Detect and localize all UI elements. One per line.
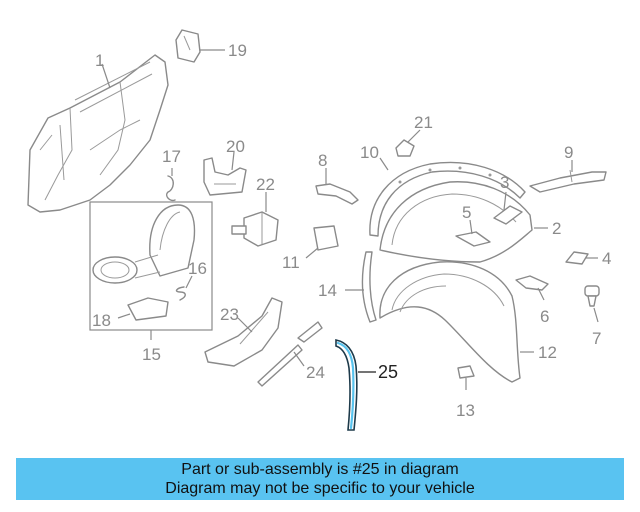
callout-17: 17 bbox=[162, 147, 181, 166]
callout-7: 7 bbox=[592, 329, 601, 348]
part-14-strip bbox=[361, 251, 377, 323]
part-9-bracket bbox=[529, 169, 607, 193]
part-5-bracket bbox=[455, 231, 491, 247]
callout-11: 11 bbox=[282, 253, 300, 272]
callout-2: 2 bbox=[552, 219, 561, 238]
part-11-cover bbox=[313, 225, 339, 251]
callout-20: 20 bbox=[226, 137, 245, 156]
leader-6 bbox=[537, 287, 545, 301]
leader-20 bbox=[231, 151, 235, 171]
callout-10: 10 bbox=[360, 143, 379, 162]
callout-5: 5 bbox=[462, 203, 471, 222]
callout-4: 4 bbox=[602, 249, 611, 268]
part-7-push-pin bbox=[584, 285, 600, 307]
leader-10 bbox=[379, 157, 389, 171]
callout-9: 9 bbox=[564, 143, 573, 162]
leader-23 bbox=[237, 317, 253, 333]
part-1-quarter-panel bbox=[27, 54, 169, 213]
part-21-fastener bbox=[395, 139, 415, 157]
callout-15: 15 bbox=[142, 345, 161, 364]
callout-6: 6 bbox=[540, 307, 549, 326]
part-6-bracket bbox=[515, 275, 549, 291]
callout-13: 13 bbox=[456, 401, 475, 420]
callout-14: 14 bbox=[318, 281, 337, 300]
part-23-bracket bbox=[204, 297, 283, 367]
part-24-seal bbox=[257, 321, 323, 387]
banner-line-1: Part or sub-assembly is #25 in diagram bbox=[181, 461, 459, 478]
leader-16 bbox=[185, 275, 193, 289]
part-2-wheel-house bbox=[379, 181, 533, 263]
part-8-bracket bbox=[315, 183, 359, 205]
part-22-actuator bbox=[231, 211, 279, 247]
callout-3: 3 bbox=[500, 173, 509, 192]
callout-24: 24 bbox=[306, 363, 325, 382]
part-4-clip bbox=[565, 251, 589, 265]
leader-11 bbox=[305, 247, 319, 259]
leader-21 bbox=[407, 129, 421, 143]
callout-16: 16 bbox=[188, 259, 207, 278]
part-17-clip bbox=[166, 175, 176, 202]
callout-21: 21 bbox=[414, 113, 433, 132]
part-12-liner bbox=[379, 261, 521, 383]
callout-18: 18 bbox=[92, 311, 111, 330]
callout-12: 12 bbox=[538, 343, 557, 362]
part-fuel-door-assembly bbox=[92, 204, 196, 284]
leader-5 bbox=[469, 219, 473, 235]
callout-19: 19 bbox=[228, 41, 247, 60]
callout-25: 25 bbox=[378, 362, 398, 382]
callout-22: 22 bbox=[256, 175, 275, 194]
part-18-plate bbox=[127, 297, 169, 321]
part-25-highlighted-seal bbox=[335, 339, 358, 431]
callout-8: 8 bbox=[318, 151, 327, 170]
part-3-bracket bbox=[493, 205, 523, 225]
info-banner: Part or sub-assembly is #25 in diagram D… bbox=[16, 458, 624, 500]
leader-18 bbox=[117, 313, 131, 319]
leader-3 bbox=[503, 191, 507, 211]
part-20-bracket bbox=[203, 157, 247, 196]
leader-24 bbox=[293, 351, 305, 367]
callout-23: 23 bbox=[220, 305, 239, 324]
part-16-spring bbox=[175, 286, 186, 301]
leader-1 bbox=[101, 63, 111, 89]
callout-1: 1 bbox=[95, 51, 104, 70]
part-19-bracket bbox=[175, 29, 201, 63]
part-13-clip bbox=[457, 365, 475, 379]
part-10-arch-trim bbox=[369, 161, 526, 237]
banner-line-2: Diagram may not be specific to your vehi… bbox=[165, 480, 475, 497]
leader-7 bbox=[593, 307, 599, 323]
